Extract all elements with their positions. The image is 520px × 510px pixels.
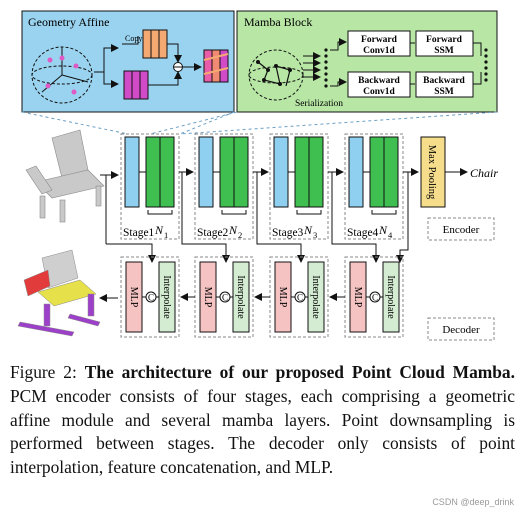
stage-2-n: N <box>228 223 238 237</box>
svg-text:SSM: SSM <box>434 87 454 97</box>
decoder-stage-3: MLP Interpolate C <box>269 256 329 338</box>
svg-text:Forward: Forward <box>426 35 463 45</box>
decoder-legend: Decoder <box>427 317 495 341</box>
max-pooling-block: Max Pooling <box>420 136 446 208</box>
svg-text:Forward: Forward <box>361 35 398 45</box>
caption-prefix: Figure 2: <box>10 362 85 382</box>
svg-text:Conv1d: Conv1d <box>363 87 395 97</box>
svg-text:Backward: Backward <box>358 76 400 86</box>
decoder-stage-1: MLP Interpolate C <box>120 256 180 338</box>
architecture-diagram: Geometry Affine Copy <box>17 10 498 341</box>
backward-conv1d-box: Backward Conv1d <box>347 71 411 98</box>
svg-text:MLP: MLP <box>128 287 139 308</box>
decoder-region: MLP Interpolate C MLP Interpolate C MLP … <box>17 249 495 341</box>
geometry-affine-title: Geometry Affine <box>28 15 109 29</box>
backward-ssm-box: Backward SSM <box>415 71 474 98</box>
output-class-label: Chair <box>470 166 498 180</box>
svg-text:Interpolate: Interpolate <box>385 275 396 319</box>
geometry-affine-panel: Geometry Affine Copy <box>21 10 235 113</box>
magenta-feature-block <box>123 70 149 100</box>
svg-text:Max Pooling: Max Pooling <box>426 145 437 200</box>
stage-1-n: N <box>154 223 164 237</box>
stage-3-block <box>269 133 329 240</box>
svg-text:MLP: MLP <box>202 287 213 308</box>
affine-operator-icon <box>173 62 183 72</box>
stage-1-label: Stage1 <box>123 227 155 239</box>
svg-text:Interpolate: Interpolate <box>235 275 246 319</box>
svg-text:Backward: Backward <box>423 76 465 86</box>
output-tokens <box>484 48 488 82</box>
stage-4-n-sub: 4 <box>388 230 393 240</box>
forward-conv1d-box: Forward Conv1d <box>347 30 411 57</box>
output-segmented-chair-icon <box>17 249 101 337</box>
svg-text:Encoder: Encoder <box>443 224 480 236</box>
stage-1-block <box>120 133 180 240</box>
orange-feature-block <box>142 29 168 59</box>
encoder-region: Stage1 N 1 Stage2 N 2 Stage3 N 3 Stage4 … <box>25 129 498 241</box>
stage-2-block <box>194 133 254 240</box>
stage-1-n-sub: 1 <box>164 230 168 240</box>
caption-bold-title: The architecture of our proposed Point C… <box>84 362 515 382</box>
affine-output-block <box>203 49 229 83</box>
forward-ssm-box: Forward SSM <box>415 30 474 57</box>
copy-label: Copy <box>125 34 142 43</box>
svg-text:C: C <box>222 293 228 303</box>
zoom-projection-lines <box>21 111 498 135</box>
svg-text:Conv1d: Conv1d <box>363 46 395 56</box>
serialization-label: Serialization <box>295 99 343 109</box>
svg-text:C: C <box>297 293 303 303</box>
svg-text:Interpolate: Interpolate <box>161 275 172 319</box>
watermark: CSDN @deep_drink <box>432 497 514 507</box>
sequence-tokens <box>303 48 328 88</box>
svg-text:C: C <box>148 293 154 303</box>
svg-text:SSM: SSM <box>434 46 454 56</box>
input-point-cloud-chair-icon <box>25 129 105 223</box>
stage-3-n: N <box>303 223 313 237</box>
stage-4-n: N <box>378 223 388 237</box>
serialization-sphere-icon <box>248 49 304 101</box>
mamba-block-title: Mamba Block <box>244 15 312 29</box>
stage-2-n-sub: 2 <box>238 230 242 240</box>
svg-text:C: C <box>372 293 378 303</box>
svg-text:MLP: MLP <box>352 287 363 308</box>
encoder-legend: Encoder <box>427 217 495 241</box>
caption-body: PCM encoder consists of four stages, eac… <box>10 385 515 478</box>
decoder-stage-4: MLP Interpolate C <box>344 256 404 338</box>
stage-3-label: Stage3 <box>272 227 304 239</box>
svg-text:MLP: MLP <box>277 287 288 308</box>
point-sphere-icon <box>31 46 93 104</box>
svg-text:Interpolate: Interpolate <box>310 275 321 319</box>
stage-2-label: Stage2 <box>197 227 229 239</box>
stage-4-block <box>344 133 404 240</box>
figure-caption: Figure 2: The architecture of our propos… <box>10 361 515 480</box>
decoder-stage-2: MLP Interpolate C <box>194 256 254 338</box>
stage-4-label: Stage4 <box>347 227 379 239</box>
svg-text:Decoder: Decoder <box>442 324 480 336</box>
stage-3-n-sub: 3 <box>313 230 317 240</box>
mamba-block-panel: Mamba Block Serialization <box>236 10 498 113</box>
skip-connections <box>105 172 409 263</box>
